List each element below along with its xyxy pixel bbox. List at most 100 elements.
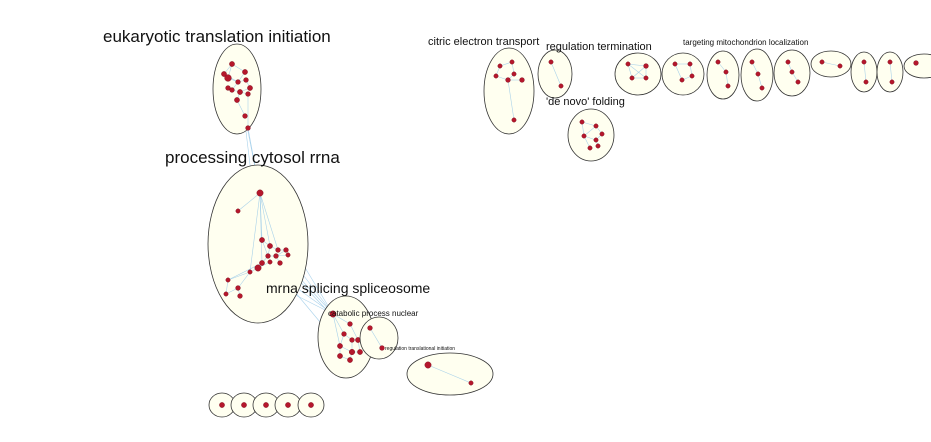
node[interactable] <box>367 325 373 331</box>
node[interactable] <box>285 252 291 258</box>
node[interactable] <box>599 131 605 137</box>
node[interactable] <box>579 119 585 125</box>
cluster-tr-5[interactable] <box>773 49 811 97</box>
node[interactable] <box>349 349 356 356</box>
node[interactable] <box>548 59 554 65</box>
node[interactable] <box>235 208 241 214</box>
cluster-bottom-4[interactable] <box>274 392 302 418</box>
node[interactable] <box>511 71 517 77</box>
node[interactable] <box>329 310 337 318</box>
node[interactable] <box>224 74 232 82</box>
node[interactable] <box>225 277 231 283</box>
node[interactable] <box>223 291 229 297</box>
node[interactable] <box>819 59 825 65</box>
node[interactable] <box>424 361 432 369</box>
node[interactable] <box>593 137 599 143</box>
node[interactable] <box>273 253 279 259</box>
cluster-tr-2[interactable] <box>661 52 705 96</box>
node[interactable] <box>725 83 731 89</box>
node[interactable] <box>347 357 353 363</box>
node[interactable] <box>837 63 843 69</box>
node[interactable] <box>723 69 729 75</box>
node[interactable] <box>242 113 248 119</box>
node[interactable] <box>229 87 235 93</box>
node[interactable] <box>379 345 385 351</box>
node[interactable] <box>234 97 240 103</box>
node[interactable] <box>219 402 225 408</box>
node[interactable] <box>511 117 517 123</box>
node[interactable] <box>245 125 251 131</box>
node[interactable] <box>229 61 235 67</box>
node[interactable] <box>235 79 241 85</box>
node[interactable] <box>243 77 249 83</box>
node[interactable] <box>863 79 869 85</box>
node[interactable] <box>679 77 685 83</box>
node[interactable] <box>558 83 564 89</box>
cluster-bottom-2[interactable] <box>230 392 258 418</box>
node[interactable] <box>913 60 919 66</box>
node[interactable] <box>256 189 264 197</box>
node[interactable] <box>672 61 678 67</box>
node[interactable] <box>242 69 248 75</box>
node[interactable] <box>643 63 649 69</box>
node[interactable] <box>245 91 251 97</box>
node[interactable] <box>265 253 271 259</box>
cluster-tr-7[interactable] <box>850 51 878 93</box>
node[interactable] <box>247 85 253 91</box>
node[interactable] <box>755 71 761 77</box>
node[interactable] <box>785 59 791 65</box>
node[interactable] <box>263 402 269 408</box>
node[interactable] <box>221 71 227 77</box>
node[interactable] <box>267 243 273 249</box>
node[interactable] <box>337 353 343 359</box>
node[interactable] <box>468 380 474 386</box>
node[interactable] <box>625 61 631 67</box>
cluster-eukaryotic-translation-initiation[interactable]: eukaryotic translation initiation <box>103 27 331 135</box>
cluster-bottom-5[interactable] <box>297 392 325 418</box>
node[interactable] <box>715 59 721 65</box>
node[interactable] <box>349 337 355 343</box>
cluster-processing-cytosol-rrna[interactable]: processing cytosol rrna <box>165 148 340 324</box>
node[interactable] <box>247 269 253 275</box>
node[interactable] <box>587 145 593 151</box>
node[interactable] <box>689 73 695 79</box>
node[interactable] <box>254 264 262 272</box>
cluster-mrna-splicing-spliceosome[interactable]: mrna splicing spliceosome catabolic proc… <box>266 280 430 379</box>
node[interactable] <box>285 402 291 408</box>
node[interactable] <box>887 59 893 65</box>
node[interactable] <box>595 143 601 149</box>
node[interactable] <box>241 402 247 408</box>
node[interactable] <box>347 321 353 327</box>
cluster-tr-3[interactable] <box>706 50 740 100</box>
node[interactable] <box>277 260 283 266</box>
node[interactable] <box>337 343 343 349</box>
node[interactable] <box>267 259 273 265</box>
cluster-citric-electron-transport[interactable]: citric electron transport <box>428 36 539 135</box>
node[interactable] <box>357 349 363 355</box>
cluster-tr-4[interactable] <box>740 48 774 102</box>
node[interactable] <box>308 402 314 408</box>
node[interactable] <box>519 77 525 83</box>
node[interactable] <box>237 293 243 299</box>
node[interactable] <box>593 123 599 129</box>
node[interactable] <box>283 247 289 253</box>
node[interactable] <box>795 79 801 85</box>
cluster-regulation-translational-initiation[interactable] <box>406 352 494 396</box>
node[interactable] <box>497 63 503 69</box>
node[interactable] <box>493 73 499 79</box>
node[interactable] <box>789 69 795 75</box>
node[interactable] <box>341 331 347 337</box>
cluster-de-novo-folding[interactable]: 'de novo' folding <box>546 96 625 162</box>
cluster-tr-8[interactable] <box>876 51 904 93</box>
node[interactable] <box>629 75 635 81</box>
node[interactable] <box>259 260 265 266</box>
cluster-tr-1[interactable] <box>614 52 662 96</box>
node[interactable] <box>235 285 241 291</box>
cluster-small-spliceosome-satellite[interactable]: regulation translational initiation <box>359 316 455 360</box>
node[interactable] <box>509 59 515 65</box>
node[interactable] <box>861 59 867 65</box>
node[interactable] <box>687 61 693 67</box>
node[interactable] <box>749 59 755 65</box>
node[interactable] <box>759 85 765 91</box>
node[interactable] <box>237 89 243 95</box>
